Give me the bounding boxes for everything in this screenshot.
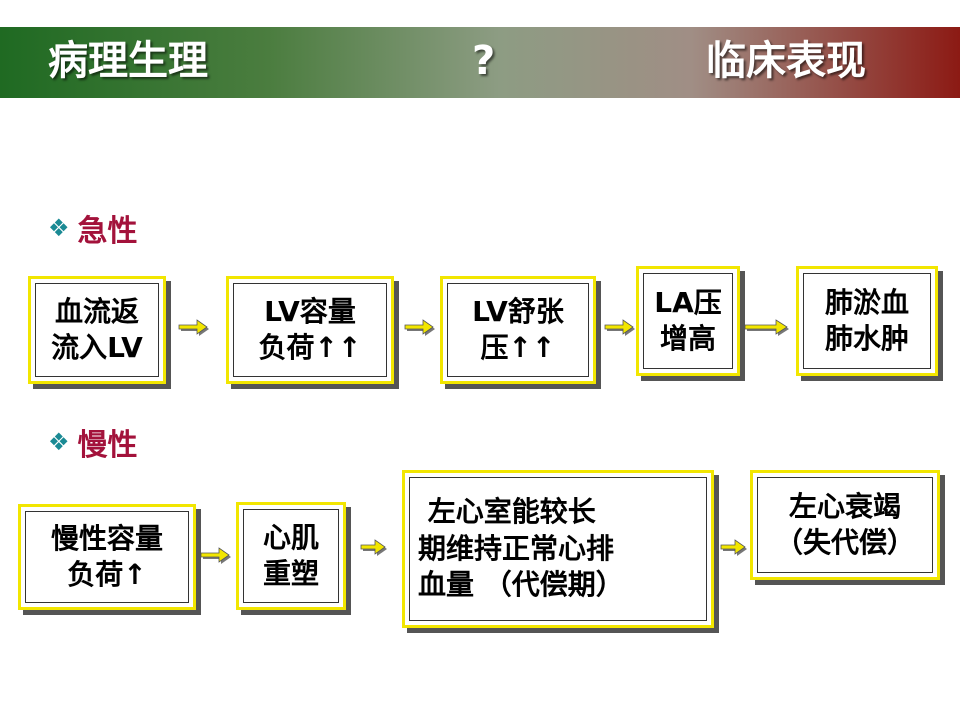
section-acute-label: 急性 bbox=[77, 214, 138, 249]
section-chronic-label: 慢性 bbox=[77, 428, 138, 463]
diamond-bullet-icon: ❖ bbox=[48, 214, 70, 242]
box-line: LA压 bbox=[654, 285, 722, 319]
box-line: 增高 bbox=[659, 322, 716, 355]
chronic-box-remodeling: 心肌 重塑 bbox=[236, 502, 346, 610]
box-line: 期维持正常心排 bbox=[418, 531, 615, 565]
acute-box-la-pressure: LA压 增高 bbox=[636, 266, 740, 376]
box-line: LV舒张 bbox=[472, 294, 564, 328]
section-acute: ❖ 急性 bbox=[48, 208, 138, 249]
arrow-right-icon bbox=[604, 319, 635, 336]
diamond-bullet-icon: ❖ bbox=[48, 428, 70, 456]
chronic-box-left-heart-failure: 左心衰竭 （失代偿） bbox=[750, 470, 940, 580]
section-chronic: ❖ 慢性 bbox=[48, 422, 138, 463]
arrow-right-icon bbox=[720, 539, 747, 556]
banner-right-title: 临床表现 bbox=[706, 38, 866, 84]
box-line: 流入LV bbox=[51, 331, 143, 364]
box-line: 重塑 bbox=[262, 557, 319, 590]
arrow-right-icon bbox=[360, 539, 387, 556]
box-line: 慢性容量 bbox=[50, 521, 163, 555]
box-line: 肺水肿 bbox=[824, 322, 909, 355]
box-line: LV容量 bbox=[264, 294, 356, 328]
acute-box-pulmonary-edema: 肺淤血 肺水肿 bbox=[796, 266, 938, 376]
title-banner: 病理生理 ? 临床表现 bbox=[0, 27, 960, 98]
arrow-right-icon bbox=[178, 319, 209, 336]
box-line: 负荷↑↑ bbox=[258, 331, 362, 364]
banner-middle-mark: ? bbox=[472, 38, 496, 84]
box-line: 血流返 bbox=[54, 294, 139, 328]
chronic-box-compensated: 左心室能较长 期维持正常心排 血量 （代偿期） bbox=[402, 470, 714, 628]
acute-box-regurgitation: 血流返 流入LV bbox=[28, 276, 166, 384]
box-line: 左心衰竭 bbox=[788, 489, 901, 523]
box-line: 压↑↑ bbox=[480, 331, 556, 364]
box-line: 肺淤血 bbox=[824, 285, 909, 319]
box-line: 血量 （代偿期） bbox=[418, 568, 624, 602]
arrow-right-icon bbox=[744, 319, 789, 336]
box-line: 心肌 bbox=[262, 520, 319, 554]
box-line: 左心室能较长 bbox=[418, 495, 596, 529]
box-line: （失代偿） bbox=[774, 526, 915, 559]
box-line: 负荷↑ bbox=[67, 558, 147, 591]
chronic-box-volume-load: 慢性容量 负荷↑ bbox=[18, 504, 196, 610]
banner-left-title: 病理生理 bbox=[48, 38, 208, 84]
arrow-right-icon bbox=[200, 547, 231, 564]
acute-box-lv-volume-load: LV容量 负荷↑↑ bbox=[226, 276, 394, 384]
acute-box-lv-diastolic-pressure: LV舒张 压↑↑ bbox=[440, 276, 596, 384]
arrow-right-icon bbox=[404, 319, 435, 336]
